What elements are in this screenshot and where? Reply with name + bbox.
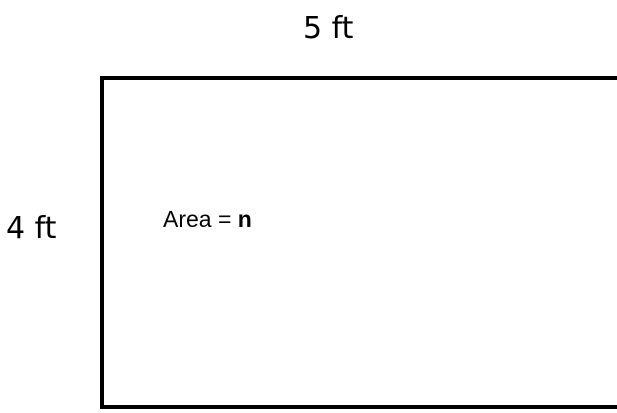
area-variable: n [237, 206, 252, 232]
area-expression: Area = n [163, 208, 252, 231]
left-dimension-label: 4 ft [6, 211, 57, 246]
rectangle-shape [100, 76, 617, 409]
top-dimension-label: 5 ft [303, 11, 354, 46]
area-label: Area = [163, 206, 238, 232]
